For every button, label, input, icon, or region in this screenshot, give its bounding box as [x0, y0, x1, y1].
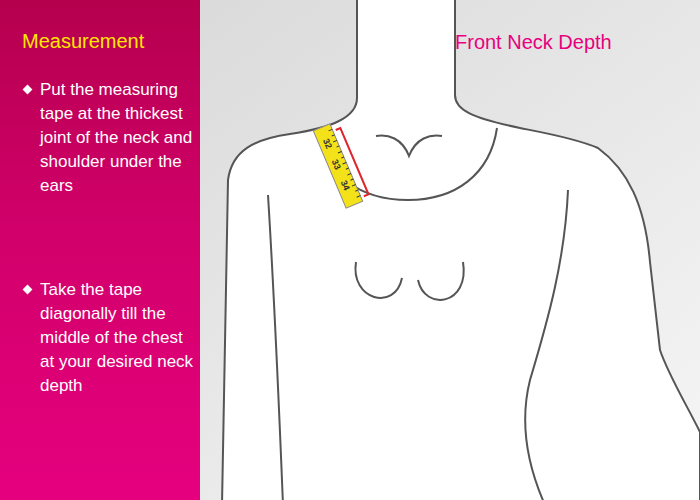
diagram-title: Front Neck Depth [455, 31, 612, 54]
text-slot: Take the tape diagonally till the middle… [40, 278, 194, 398]
neck-base [376, 136, 442, 156]
instruction-text: Put the measuring tape at the thickest j… [40, 78, 194, 198]
bullet-diamond [23, 85, 33, 95]
torso-line [525, 190, 568, 500]
text-slot: Measurement [22, 28, 194, 54]
panel-heading: Measurement [22, 28, 194, 54]
instruction-text: Take the tape diagonally till the middle… [40, 278, 194, 398]
instruction-panel: MeasurementPut the measuring tape at the… [0, 0, 200, 500]
tape-number: 32 [318, 137, 334, 151]
text-slot: Put the measuring tape at the thickest j… [40, 78, 194, 198]
mannequin-body [222, 0, 700, 500]
arm-line [268, 195, 283, 500]
tape-strip [313, 124, 362, 208]
bust-line [355, 262, 402, 298]
bust-line [418, 262, 464, 300]
tape-number: 33 [327, 158, 343, 172]
measuring-tape [313, 121, 370, 208]
tape-number: 34 [336, 179, 352, 193]
bullet-diamond [23, 285, 33, 295]
title-slot: Front Neck Depth [455, 31, 612, 54]
